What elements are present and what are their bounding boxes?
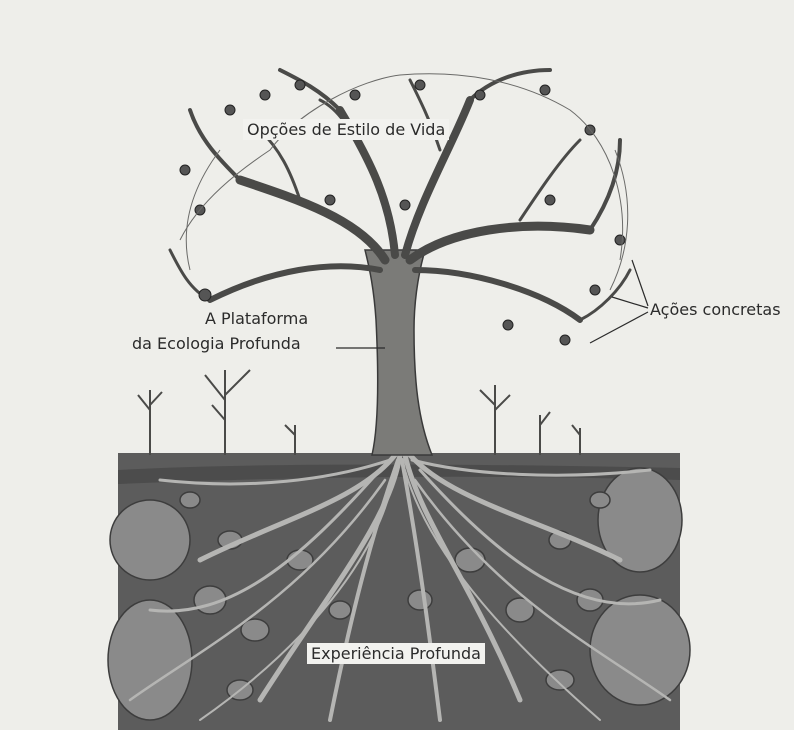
seedlings	[138, 370, 580, 455]
deep-experience-label: Experiência Profunda	[307, 643, 485, 664]
concrete-actions-label: Ações concretas	[650, 300, 781, 319]
lifestyle-choices-label: Opções de Estilo de Vida	[243, 119, 449, 140]
platform-label-line1: A Plataforma	[205, 309, 308, 328]
platform-label-line2: da Ecologia Profunda	[132, 334, 301, 353]
tree-trunk	[365, 250, 432, 455]
